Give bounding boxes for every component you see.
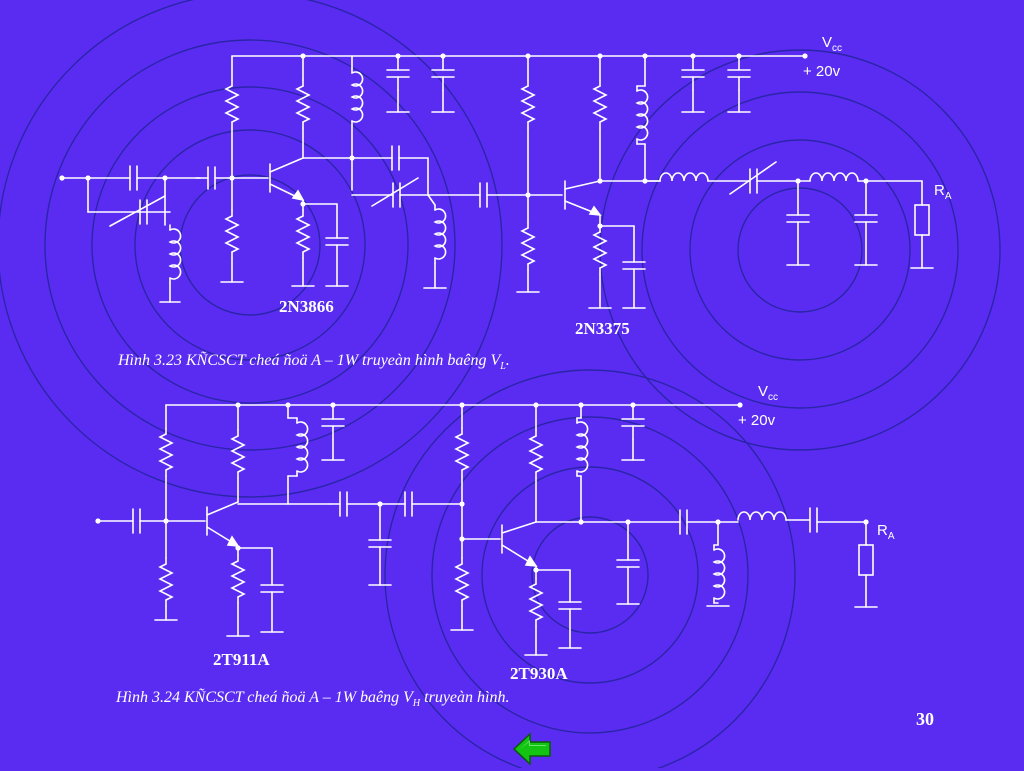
load-resistor-label: RA bbox=[934, 182, 952, 202]
vcc-value: + 20v bbox=[803, 63, 841, 80]
figure-caption-3-23: Hình 3.23 KÑCSCT cheá ñoä A – 1W truyeàn… bbox=[118, 352, 510, 372]
page-number: 30 bbox=[916, 709, 934, 729]
vcc-value-2: + 20v bbox=[738, 412, 776, 429]
back-button[interactable] bbox=[512, 732, 554, 766]
transistor-label-2t911a: 2T911A bbox=[213, 650, 270, 669]
transistor-label-2n3866: 2N3866 bbox=[279, 297, 334, 316]
transistor-label-2t930a: 2T930A bbox=[510, 664, 568, 683]
green-left-arrow-icon bbox=[512, 732, 551, 766]
figure-caption-3-24: Hình 3.24 KÑCSCT cheá ñoä A – 1W baêng V… bbox=[116, 689, 510, 709]
transistor-label-2n3375: 2N3375 bbox=[575, 319, 630, 338]
load-resistor-label-2: RA bbox=[877, 522, 895, 542]
vcc-label-2: Vcc bbox=[758, 383, 779, 403]
vcc-label: Vcc bbox=[822, 34, 843, 54]
